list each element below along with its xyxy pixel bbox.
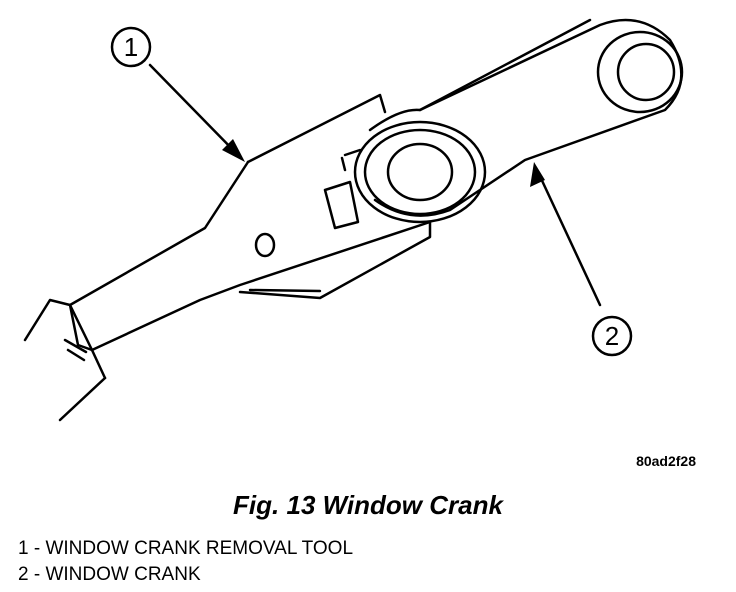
window-crank xyxy=(353,18,684,224)
figure-caption: Fig. 13 Window Crank xyxy=(233,490,503,520)
callout-2-number: 2 xyxy=(605,321,619,351)
window-crank-diagram: 1 2 80ad2f28 xyxy=(23,18,696,469)
image-code: 80ad2f28 xyxy=(636,453,696,469)
crank-knob xyxy=(596,30,684,114)
callout-1-arrowhead xyxy=(222,139,245,162)
legend-number: 2 xyxy=(18,564,29,585)
callout-2-arrowhead xyxy=(530,162,545,187)
callout-1-leader xyxy=(148,63,240,157)
legend-item: 1 - WINDOW CRANK REMOVAL TOOL xyxy=(18,538,354,559)
legend-text: WINDOW CRANK REMOVAL TOOL xyxy=(45,538,354,559)
legend: 1 - WINDOW CRANK REMOVAL TOOL 2 - WINDOW… xyxy=(18,536,353,588)
legend-number: 1 xyxy=(18,538,29,559)
callout-2: 2 xyxy=(591,315,633,357)
callout-1-number: 1 xyxy=(124,32,138,62)
crank-hub xyxy=(353,120,487,224)
callout-2-leader xyxy=(536,170,602,307)
crank-hub-center xyxy=(386,142,454,202)
legend-text: WINDOW CRANK xyxy=(45,564,201,585)
tool-hole xyxy=(254,232,276,258)
callout-1: 1 xyxy=(110,26,152,68)
legend-item: 2 - WINDOW CRANK xyxy=(18,564,201,585)
removal-tool xyxy=(23,93,432,422)
